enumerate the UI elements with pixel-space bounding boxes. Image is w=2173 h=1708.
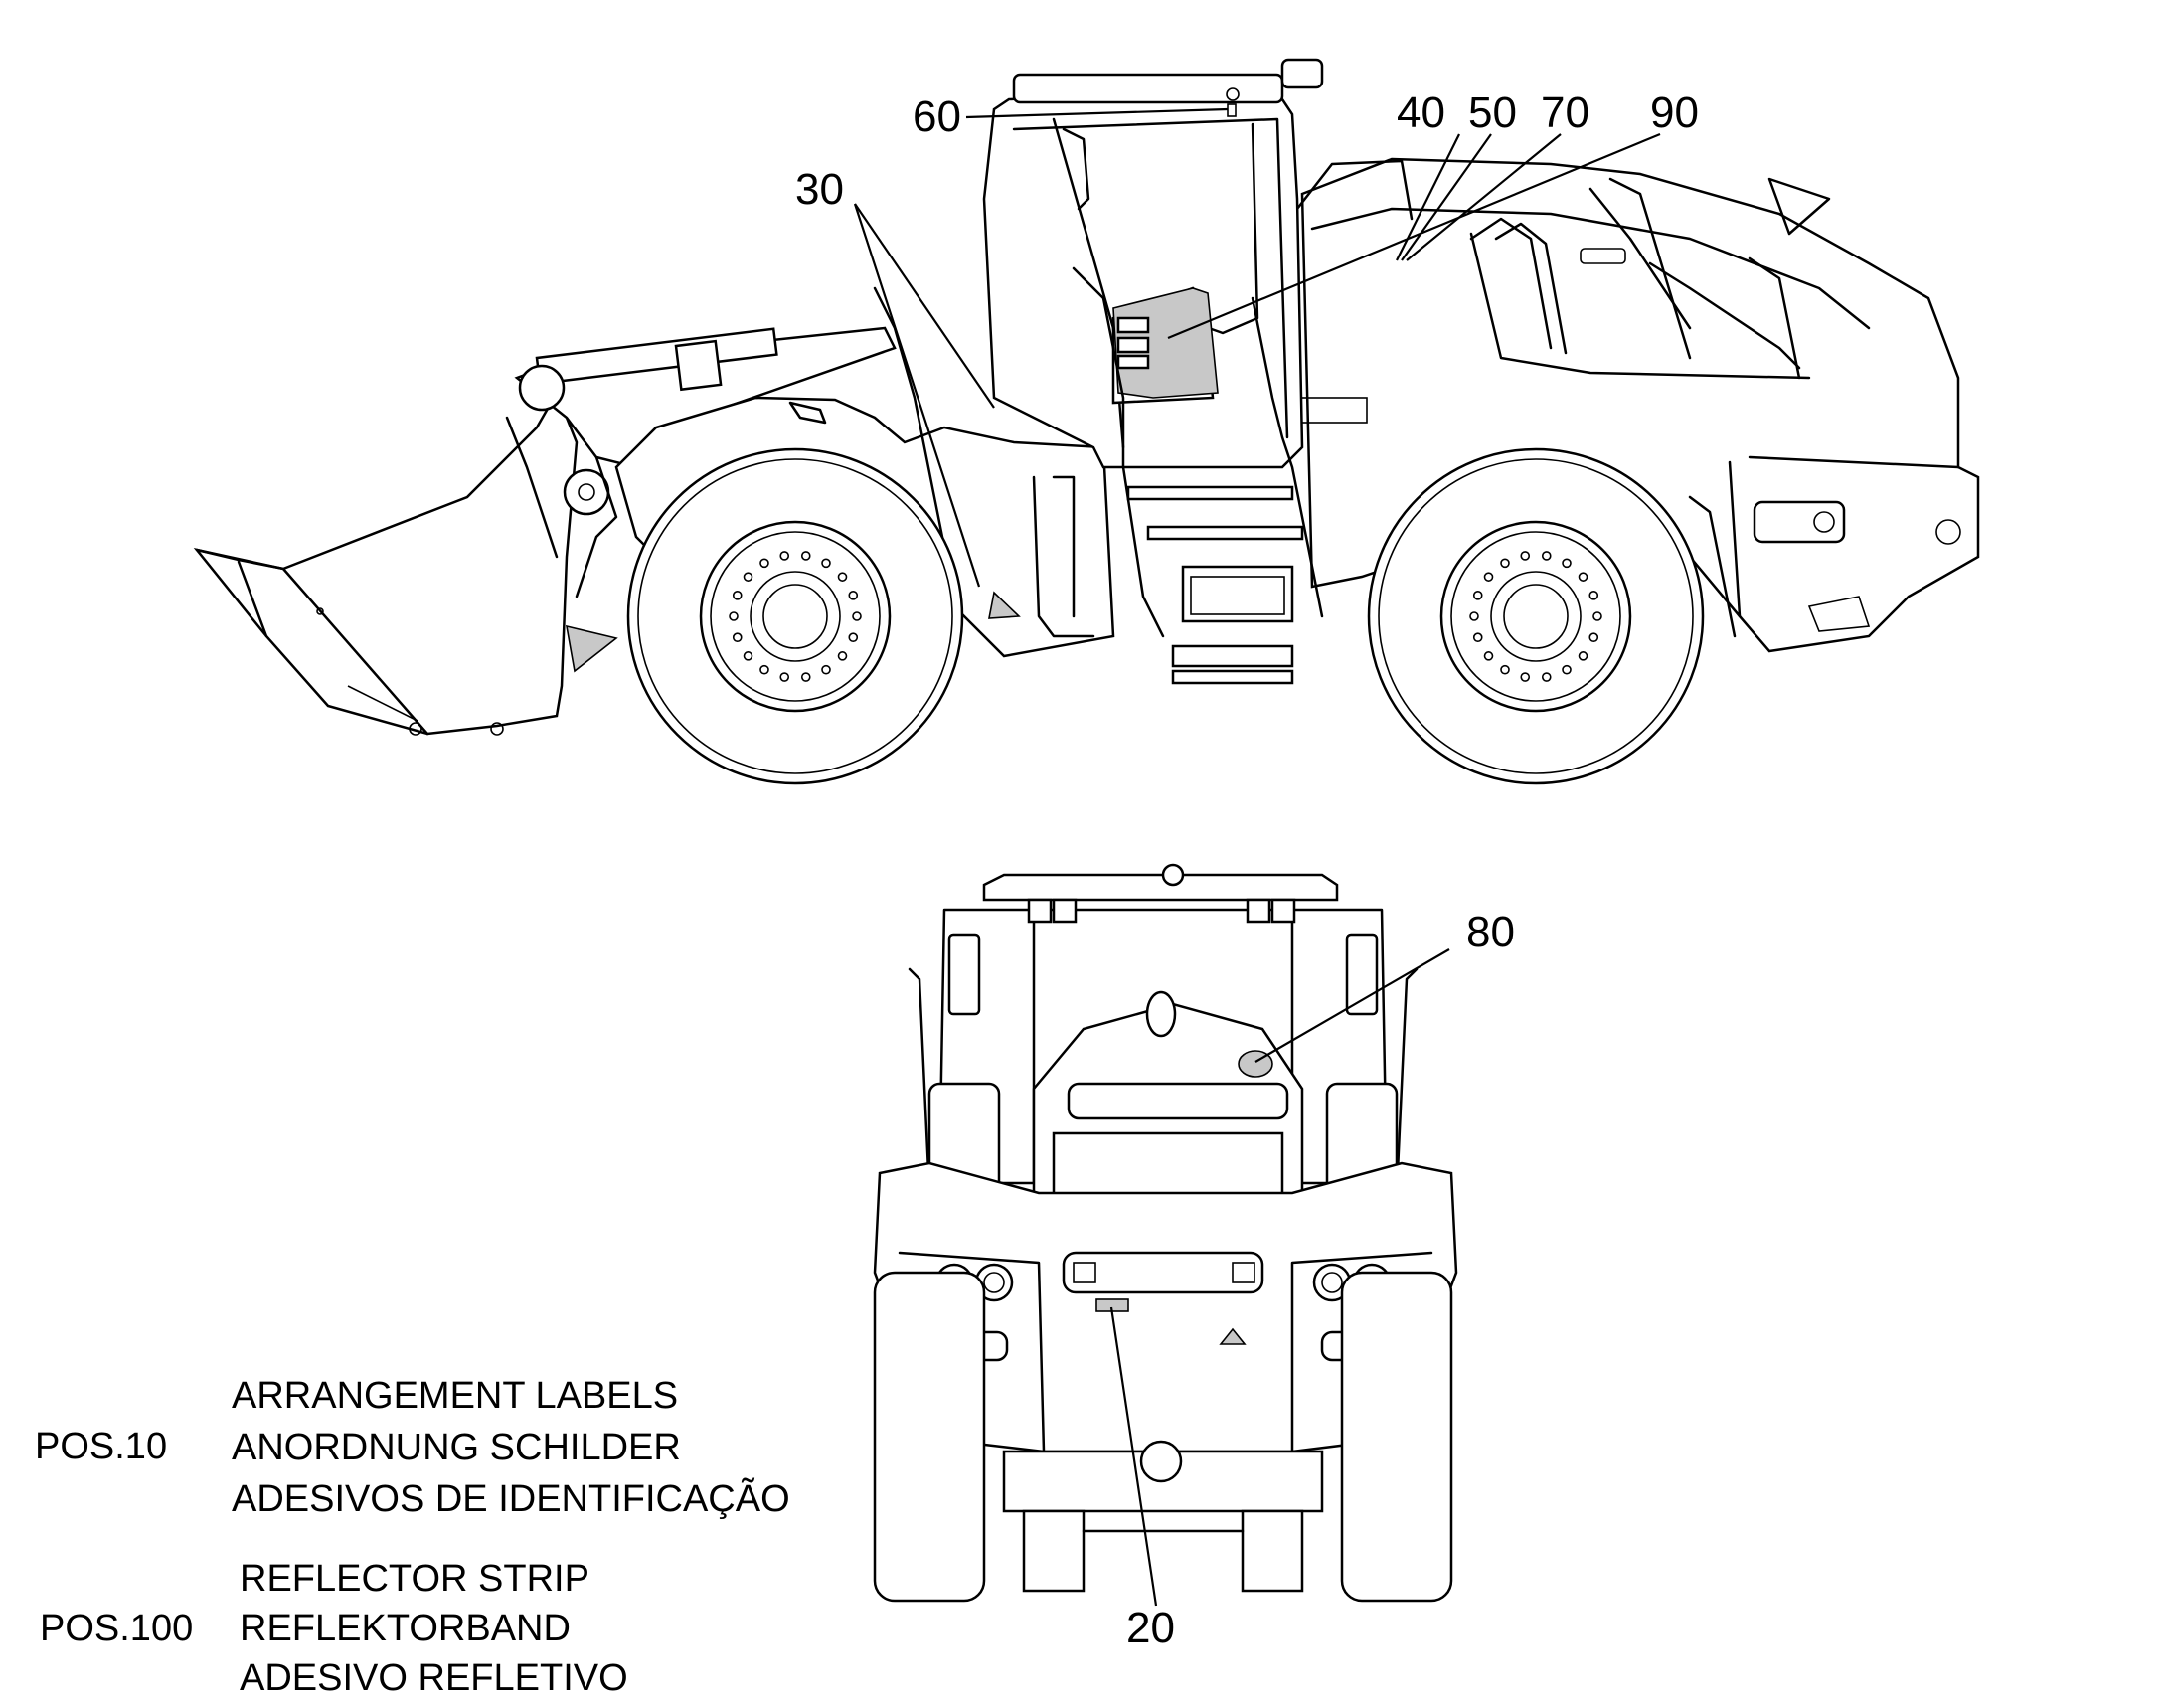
- wheel-bolt: [1588, 632, 1599, 643]
- wheel-bolt: [729, 611, 739, 621]
- callout-80: 80: [1466, 908, 1515, 956]
- wheel-bolt: [1562, 558, 1572, 569]
- wheel-bolt: [759, 558, 769, 569]
- wheel-bolt: [1541, 672, 1552, 682]
- rear-view-leader-lines: [1109, 948, 1450, 1607]
- wheel-bolt: [821, 664, 831, 675]
- callout-20: 20: [1126, 1604, 1175, 1652]
- wheel-bolt: [848, 590, 859, 600]
- wheel-bolt: [1483, 572, 1494, 582]
- callout-60: 60: [913, 92, 961, 141]
- rear-view-loader: [873, 863, 1458, 1607]
- wheel-bolt: [800, 672, 811, 682]
- pos100-line-de: REFLEKTORBAND: [240, 1608, 571, 1649]
- wheel-bolt: [779, 551, 790, 561]
- wheel-bolt: [1472, 632, 1483, 643]
- pos100-line-pt: ADESIVO REFLETIVO: [240, 1657, 628, 1699]
- operator-cab: [982, 58, 1324, 469]
- legend-pos100: POS.100 REFLECTOR STRIP REFLEKTORBAND AD…: [40, 1558, 628, 1699]
- wheel-bolt: [800, 551, 811, 561]
- callout-numbers: 60 30 40 50 70 90 80 20: [795, 88, 1699, 1652]
- wheel-bolt: [1520, 672, 1531, 682]
- wheel-bolt: [759, 664, 769, 675]
- wheel-bolt: [1562, 664, 1572, 675]
- wheel-bolt: [743, 572, 753, 582]
- rear-wheel: [1367, 447, 1705, 785]
- wheel-bolt: [848, 632, 859, 643]
- wheel-bolt: [1578, 651, 1588, 661]
- wheel-bolt: [779, 672, 790, 682]
- callout-30: 30: [795, 165, 844, 214]
- side-view-loader: [193, 58, 1980, 785]
- wheel-bolt: [732, 632, 743, 643]
- pos10-code: POS.10: [35, 1426, 167, 1467]
- wheel-bolt: [1592, 611, 1602, 621]
- wheel-bolt: [1578, 572, 1588, 582]
- bucket: [193, 390, 618, 736]
- wheel-bolt: [852, 611, 862, 621]
- access-ladder: [988, 266, 1324, 685]
- wheel-bolt: [1500, 664, 1510, 675]
- front-wheel: [626, 447, 964, 785]
- wheel-bolt: [821, 558, 831, 569]
- wheel-bolt: [1500, 558, 1510, 569]
- pos100-line-en: REFLECTOR STRIP: [240, 1558, 589, 1600]
- side-view-leader-lines: [853, 107, 1661, 588]
- wheel-bolt: [1483, 651, 1494, 661]
- wheel-bolt: [1469, 611, 1479, 621]
- front-wheel-bolts: [729, 551, 862, 682]
- wheel-bolt: [837, 651, 848, 661]
- legend-pos10: POS.10 ARRANGEMENT LABELS ANORDNUNG SCHI…: [35, 1375, 790, 1520]
- wheel-bolt: [1588, 590, 1599, 600]
- wheel-bolt: [1541, 551, 1552, 561]
- pos100-code: POS.100: [40, 1608, 193, 1649]
- callout-70: 70: [1541, 88, 1589, 137]
- pos10-line-pt: ADESIVOS DE IDENTIFICAÇÃO: [232, 1477, 790, 1520]
- pos10-line-de: ANORDNUNG SCHILDER: [232, 1427, 681, 1468]
- wheel-bolt: [1472, 590, 1483, 600]
- wheel-bolt: [1520, 551, 1531, 561]
- callout-90: 90: [1650, 88, 1699, 137]
- wheel-bolt: [743, 651, 753, 661]
- boom-arm: [514, 326, 897, 598]
- rear-wheel-bolts: [1469, 551, 1602, 682]
- pos10-line-en: ARRANGEMENT LABELS: [232, 1375, 678, 1417]
- wheel-bolt: [732, 590, 743, 600]
- callout-40: 40: [1397, 88, 1445, 137]
- callout-50: 50: [1468, 88, 1517, 137]
- wheel-bolt: [837, 572, 848, 582]
